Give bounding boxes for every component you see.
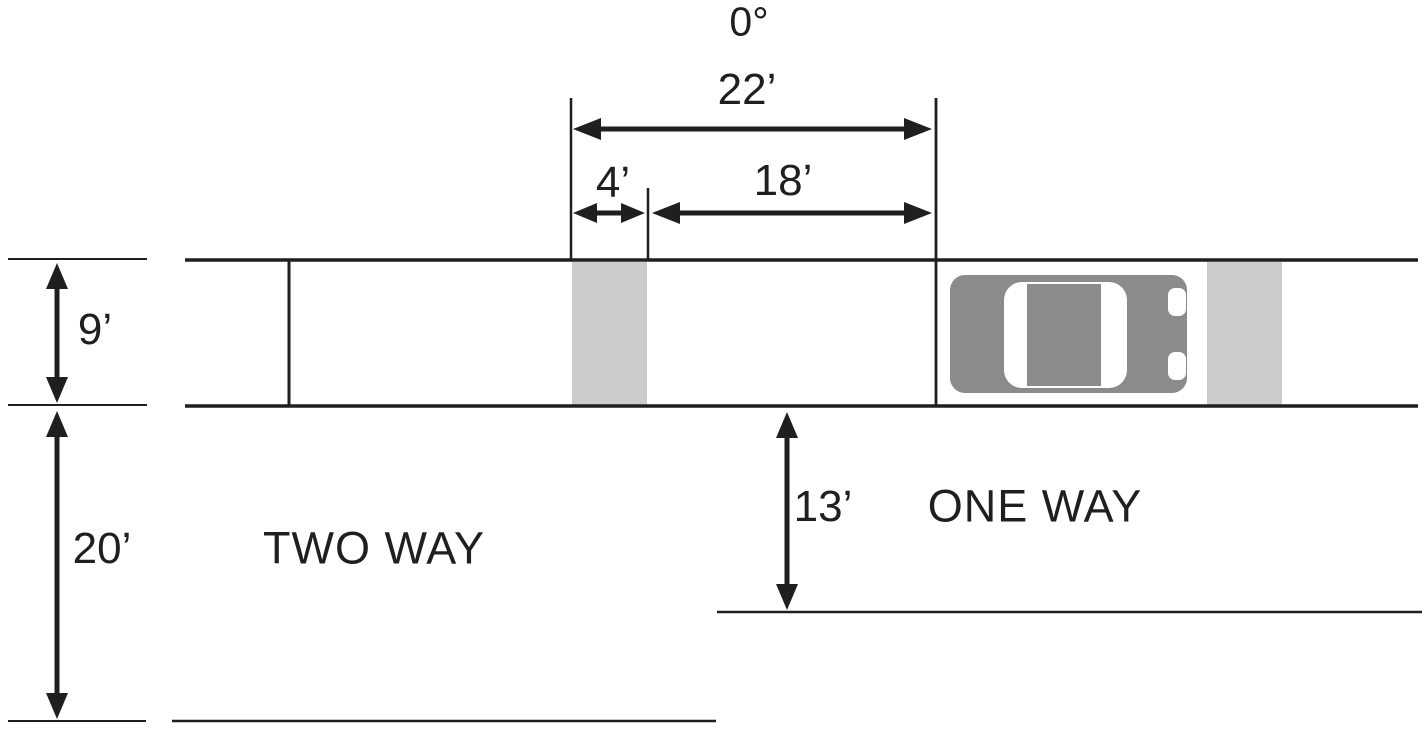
arrowhead-up-icon xyxy=(776,412,798,438)
stall-marking-right xyxy=(1207,262,1282,405)
dim-arrow-18ft xyxy=(652,202,932,224)
car-headlight-top xyxy=(1168,288,1186,316)
dim-label-9ft: 9’ xyxy=(77,305,113,354)
arrowhead-down-icon xyxy=(776,584,798,610)
car-headlight-bottom xyxy=(1168,352,1186,380)
arrowhead-right-icon xyxy=(621,203,645,223)
dim-arrow-13ft xyxy=(776,412,798,610)
dim-arrow-20ft xyxy=(46,411,68,719)
arrowhead-right-icon xyxy=(904,202,932,224)
two-way-street-label: TWO WAY xyxy=(263,522,485,574)
one-way-street-label: ONE WAY xyxy=(927,480,1143,532)
dim-label-13ft: 13’ xyxy=(793,482,853,531)
arrowhead-right-icon xyxy=(904,118,932,140)
arrowhead-down-icon xyxy=(46,377,68,403)
car-roof xyxy=(1027,284,1101,386)
dim-label-4ft: 4’ xyxy=(595,158,631,207)
dim-label-22ft: 22’ xyxy=(717,65,777,114)
arrowhead-up-icon xyxy=(46,263,68,289)
arrowhead-left-icon xyxy=(573,118,601,140)
dim-label-20ft: 20’ xyxy=(72,524,132,573)
car-top-view-icon xyxy=(950,275,1187,393)
dim-arrow-22ft xyxy=(573,118,932,140)
arrowhead-up-icon xyxy=(46,411,68,437)
arrowhead-left-icon xyxy=(652,202,680,224)
arrowhead-down-icon xyxy=(46,693,68,719)
dim-arrow-9ft xyxy=(46,263,68,403)
arrowhead-left-icon xyxy=(573,203,597,223)
angle-label: 0° xyxy=(729,0,769,45)
dim-label-18ft: 18’ xyxy=(753,156,813,205)
dim-arrow-4ft xyxy=(573,203,645,223)
stall-marking-left xyxy=(572,262,647,405)
